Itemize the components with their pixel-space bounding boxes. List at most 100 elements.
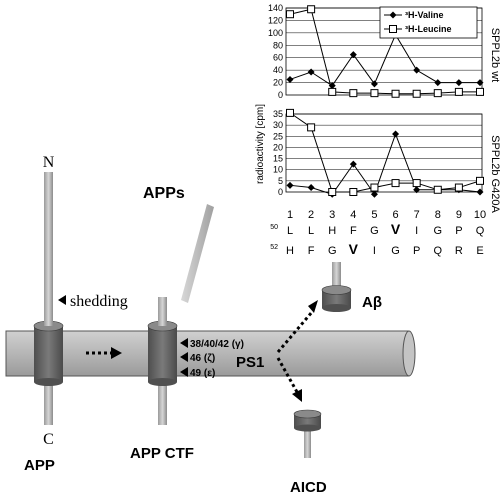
residue-number: 3 xyxy=(329,209,335,221)
leucine-point xyxy=(370,183,379,192)
valine-point xyxy=(307,68,315,76)
sequence-residue: G xyxy=(433,225,442,237)
residue-number: 2 xyxy=(308,209,314,221)
valine-point xyxy=(286,181,294,189)
leucine-point xyxy=(286,108,294,117)
shedding-arrow xyxy=(58,295,66,305)
residue-number: 4 xyxy=(350,209,356,221)
leucine-point xyxy=(433,185,442,194)
sequence-residue: Q xyxy=(433,245,442,257)
abeta-rod xyxy=(332,262,341,290)
sequence-residue: G xyxy=(391,245,400,257)
valine-point xyxy=(434,79,442,87)
leucine-point xyxy=(328,87,337,96)
sequence-residue: H xyxy=(286,245,294,257)
leucine-point xyxy=(476,176,484,185)
apps-label: APPs xyxy=(143,185,185,202)
legend-leucine: ³H-Leucine xyxy=(405,24,452,34)
y-tick-label: 60 xyxy=(273,53,283,63)
sequence-residue: Q xyxy=(476,225,485,237)
app-ctf-cylinder xyxy=(147,320,178,386)
valine-point xyxy=(286,75,294,83)
leucine-point xyxy=(412,179,421,188)
valine-point xyxy=(455,79,463,87)
leucine-point xyxy=(454,87,463,96)
sequence-residue: I xyxy=(415,225,418,237)
leucine-point xyxy=(349,188,358,196)
leucine-point xyxy=(454,183,463,192)
sequence-residue: F xyxy=(308,245,315,257)
leucine-point xyxy=(349,89,358,98)
valine-point xyxy=(370,190,378,198)
residue-number: 8 xyxy=(435,209,441,221)
legend-valine: ³H-Valine xyxy=(405,10,444,20)
y-tick-label: 0 xyxy=(278,90,283,100)
panel-title-g420a: SPPL2b G420A xyxy=(489,135,500,213)
y-tick-label: 15 xyxy=(273,154,283,164)
y-tick-label: 100 xyxy=(268,28,283,38)
leucine-point xyxy=(433,89,442,98)
y-tick-label: 25 xyxy=(273,131,283,141)
series-line-0 xyxy=(289,33,480,87)
y-tick-label: 30 xyxy=(273,120,283,130)
leucine-point xyxy=(412,89,421,98)
y-axis-label: radioactivity [cpm] xyxy=(255,104,266,184)
abeta-cylinder xyxy=(321,285,352,312)
valine-point xyxy=(413,66,421,74)
residue-number: 9 xyxy=(456,209,462,221)
sequence-residue: E xyxy=(476,245,483,257)
sequence-residue: L xyxy=(287,225,293,237)
legend-square-marker xyxy=(389,25,397,33)
y-tick-label: 10 xyxy=(273,165,283,175)
release-arrows xyxy=(276,300,318,402)
valine-point xyxy=(413,186,421,194)
sequence-residue: P xyxy=(413,245,420,257)
aicd-label: AICD xyxy=(290,479,327,496)
y-tick-label: 20 xyxy=(273,142,283,152)
n-terminus-label: N xyxy=(43,154,55,171)
valine-point xyxy=(307,184,315,192)
ps1-label: PS1 xyxy=(236,354,264,371)
sequence-residue: H xyxy=(328,225,336,237)
processing-arrow xyxy=(86,347,122,359)
residue-number: 7 xyxy=(414,209,420,221)
leucine-point xyxy=(391,89,400,98)
gamma-site-label: 38/40/42 (γ) xyxy=(190,339,244,350)
y-tick-label: 0 xyxy=(278,187,283,197)
sequence-start-number: 52 xyxy=(270,244,278,251)
valine-point xyxy=(476,79,484,87)
valine-point xyxy=(392,130,400,138)
radioactivity-chart: radioactivity [cpm] SPPL2b wt SPPL2b G42… xyxy=(255,3,500,257)
aicd-rod xyxy=(304,428,311,458)
y-tick-label: 80 xyxy=(273,40,283,50)
app-ctf-label: APP CTF xyxy=(130,445,194,462)
epsilon-site-arrow xyxy=(180,367,188,377)
y-tick-label: 40 xyxy=(273,65,283,75)
leucine-point xyxy=(476,87,484,96)
c-terminus-label: C xyxy=(43,431,54,448)
sequence-residue: I xyxy=(373,245,376,257)
residue-number: 6 xyxy=(392,209,398,221)
shedding-label: shedding xyxy=(70,293,128,310)
series-line-1 xyxy=(289,8,480,95)
residue-number: 1 xyxy=(287,209,293,221)
leucine-point xyxy=(370,89,379,98)
series-line-0 xyxy=(289,132,481,196)
zeta-site-arrow xyxy=(180,352,188,362)
epsilon-site-label: 49 (ε) xyxy=(190,368,215,379)
valine-point xyxy=(370,80,378,88)
membrane-diagram: N C shedding APPs APP APP CTF PS1 Aβ AIC… xyxy=(5,154,416,496)
sequence-residue: L xyxy=(308,225,314,237)
y-tick-label: 20 xyxy=(273,78,283,88)
valine-point xyxy=(349,51,357,59)
leucine-point xyxy=(391,179,400,188)
zeta-site-label: 46 (ζ) xyxy=(190,353,215,364)
leucine-point xyxy=(286,10,294,19)
chart-legend: ³H-Valine ³H-Leucine xyxy=(379,6,478,39)
valine-point xyxy=(349,160,357,168)
valine-point xyxy=(476,188,484,196)
y-tick-label: 5 xyxy=(278,176,283,186)
